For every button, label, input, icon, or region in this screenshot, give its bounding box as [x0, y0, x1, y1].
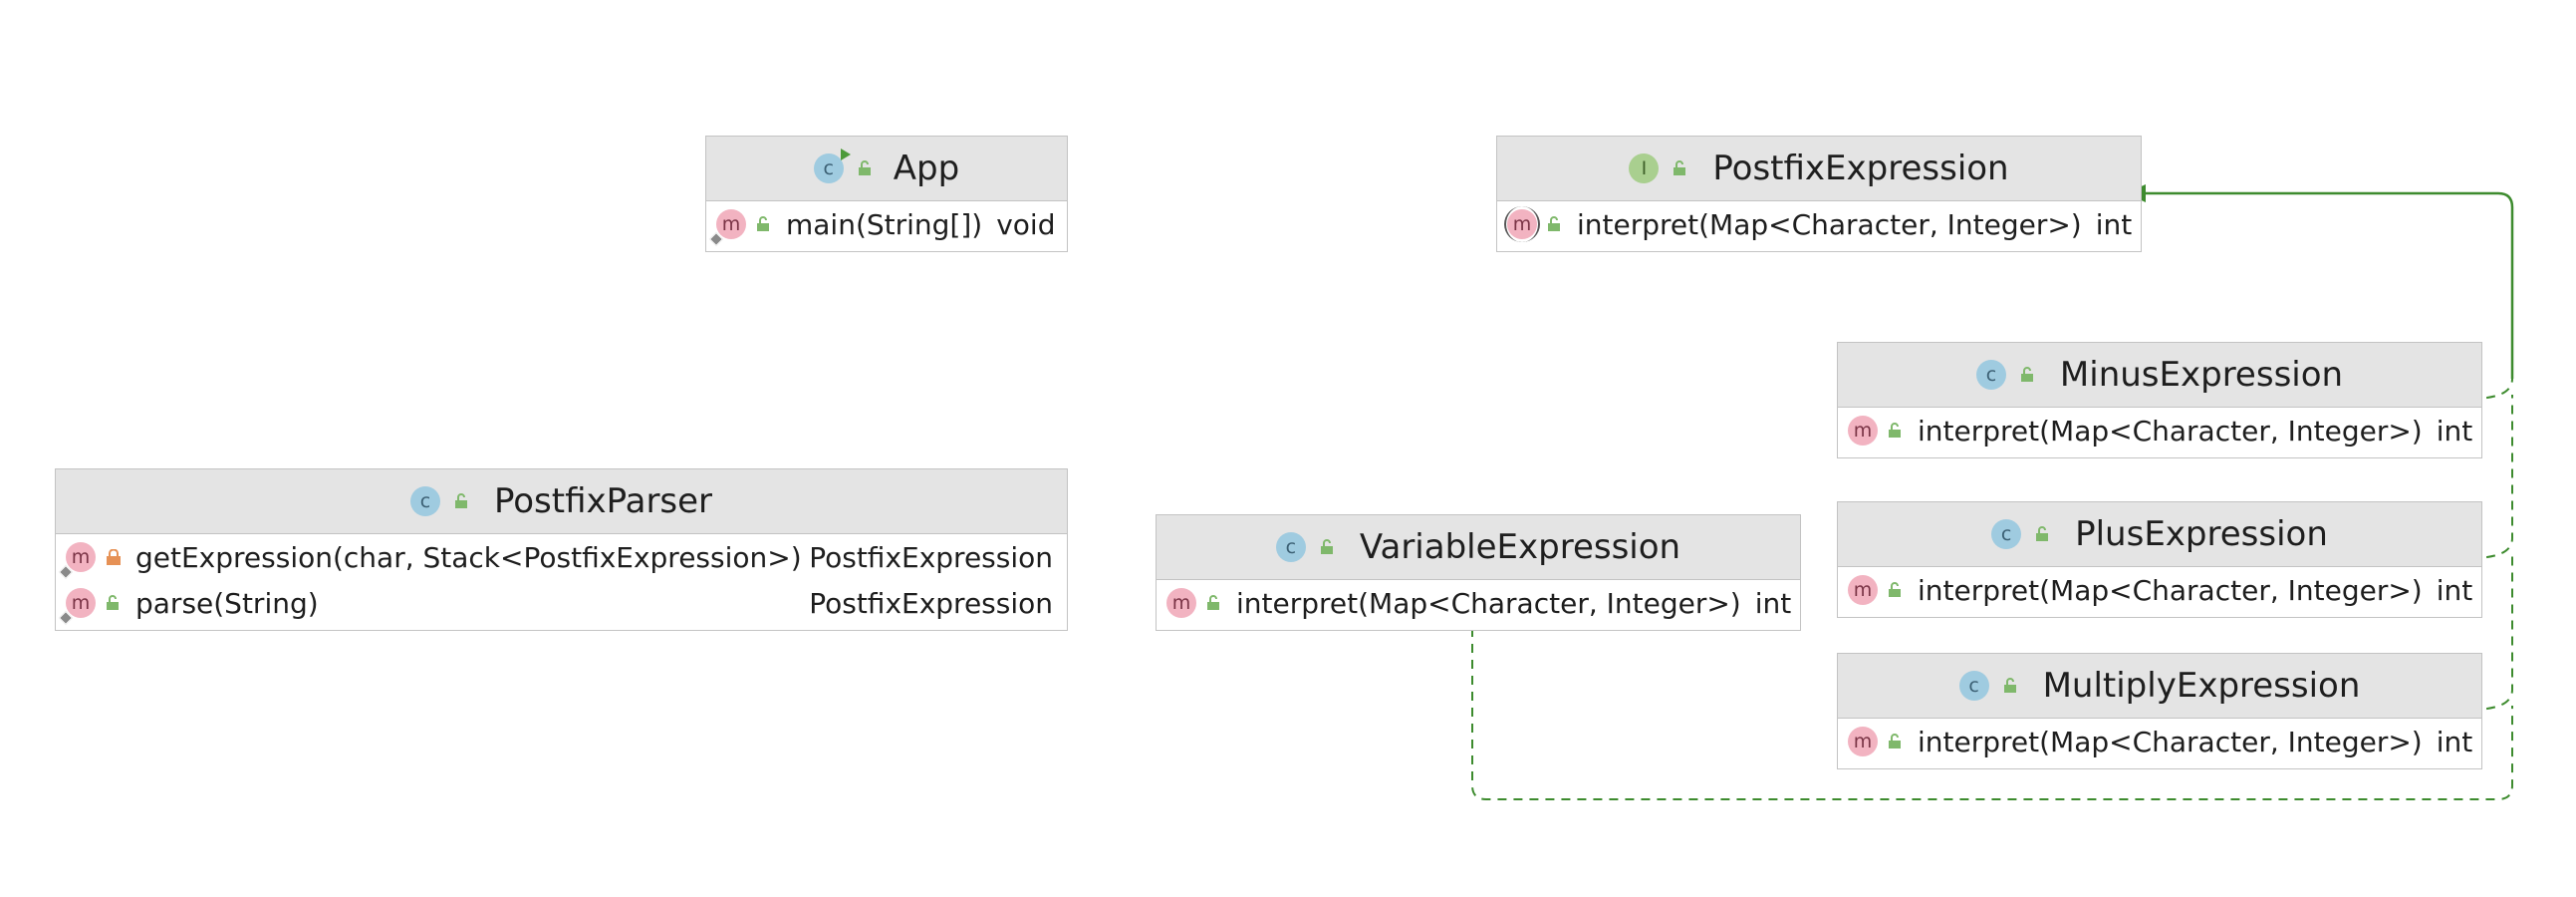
method-row[interactable]: m parse(String) PostfixExpression: [56, 580, 1067, 626]
method-signature: parse(String): [135, 586, 319, 620]
public-visibility-icon: [2035, 526, 2051, 542]
public-visibility-icon: [1206, 595, 1222, 611]
method-icon: m: [1848, 727, 1878, 756]
method-row[interactable]: m interpret(Map<Character, Integer>) int: [1838, 719, 2481, 764]
method-row[interactable]: m interpret(Map<Character, Integer>) int: [1157, 580, 1800, 626]
plus-expression-class-box[interactable]: c PlusExpression m interpret(Map<Charact…: [1837, 501, 2482, 618]
static-marker-icon: [708, 231, 724, 247]
class-header: I PostfixExpression: [1497, 137, 2141, 201]
method-return-type: int: [2436, 414, 2473, 448]
public-visibility-icon: [1888, 582, 1904, 598]
minus-expression-class-box[interactable]: c MinusExpression m interpret(Map<Charac…: [1837, 342, 2482, 458]
class-title: MultiplyExpression: [2042, 666, 2361, 706]
variable-realization-edge: [1471, 628, 2513, 800]
public-visibility-icon: [1320, 539, 1336, 555]
method-row[interactable]: m interpret(Map<Character, Integer>) int: [1838, 567, 2481, 613]
method-return-type: PostfixExpression: [809, 540, 1053, 574]
postfix-parser-class-box[interactable]: c PostfixParser m getExpression(char, St…: [55, 468, 1068, 631]
method-return-type: int: [1754, 586, 1792, 620]
public-visibility-icon: [2003, 678, 2019, 694]
class-title: MinusExpression: [2059, 355, 2344, 395]
method-icon: m: [1166, 588, 1196, 618]
run-marker-icon: [840, 149, 851, 160]
public-visibility-icon: [1888, 423, 1904, 439]
class-header: c VariableExpression: [1157, 515, 1800, 580]
variable-expression-class-box[interactable]: c VariableExpression m interpret(Map<Cha…: [1156, 514, 1801, 631]
app-class-box[interactable]: c App m main(String[]) void: [705, 136, 1068, 252]
class-icon: c: [1958, 671, 1989, 701]
interface-icon: I: [1629, 153, 1660, 183]
class-icon: c: [1275, 532, 1306, 562]
class-title: PostfixParser: [493, 481, 713, 521]
public-visibility-icon: [1547, 216, 1563, 232]
method-return-type: PostfixExpression: [809, 586, 1053, 620]
private-visibility-icon: [106, 549, 122, 565]
class-icon: c: [409, 486, 440, 516]
class-title: PostfixExpression: [1712, 149, 2009, 188]
method-signature: interpret(Map<Character, Integer>): [1918, 573, 2423, 607]
method-icon: m: [1848, 416, 1878, 446]
public-visibility-icon: [106, 595, 122, 611]
method-icon: m: [708, 209, 746, 247]
method-signature: getExpression(char, Stack<PostfixExpress…: [135, 540, 802, 574]
abstract-method-icon: m: [1504, 206, 1540, 242]
public-visibility-icon: [2020, 367, 2036, 383]
public-visibility-icon: [1888, 734, 1904, 749]
method-row[interactable]: m interpret(Map<Character, Integer>) int: [1497, 201, 2141, 247]
static-marker-icon: [58, 564, 74, 580]
public-visibility-icon: [858, 160, 874, 176]
method-signature: interpret(Map<Character, Integer>): [1918, 414, 2423, 448]
method-row[interactable]: m main(String[]) void: [706, 201, 1067, 247]
method-signature: interpret(Map<Character, Integer>): [1918, 725, 2423, 758]
public-visibility-icon: [454, 493, 470, 509]
method-signature: interpret(Map<Character, Integer>): [1577, 207, 2082, 241]
method-return-type: void: [996, 207, 1056, 241]
static-marker-icon: [58, 610, 74, 626]
class-title: App: [893, 149, 960, 188]
postfix-expression-interface-box[interactable]: I PostfixExpression m interpret(Map<Char…: [1496, 136, 2142, 252]
class-header: c PlusExpression: [1838, 502, 2481, 567]
class-icon: c: [813, 149, 851, 183]
class-header: c App: [706, 137, 1067, 201]
class-title: VariableExpression: [1359, 527, 1681, 567]
method-signature: main(String[]): [786, 207, 983, 241]
method-return-type: int: [2436, 725, 2473, 758]
multiply-expression-class-box[interactable]: c MultiplyExpression m interpret(Map<Cha…: [1837, 653, 2482, 769]
class-icon: c: [1991, 519, 2022, 549]
class-header: c MultiplyExpression: [1838, 654, 2481, 719]
method-icon: m: [58, 542, 96, 580]
method-row[interactable]: m getExpression(char, Stack<PostfixExpre…: [56, 534, 1067, 580]
class-icon: c: [1975, 360, 2006, 390]
method-signature: interpret(Map<Character, Integer>): [1236, 586, 1741, 620]
method-return-type: int: [2436, 573, 2473, 607]
public-visibility-icon: [1673, 160, 1688, 176]
class-title: PlusExpression: [2075, 514, 2328, 554]
realization-arrow: [2126, 184, 2514, 379]
method-icon: m: [1848, 575, 1878, 605]
method-return-type: int: [2095, 207, 2133, 241]
method-row[interactable]: m interpret(Map<Character, Integer>) int: [1838, 408, 2481, 453]
public-visibility-icon: [756, 216, 772, 232]
class-header: c PostfixParser: [56, 469, 1067, 534]
class-header: c MinusExpression: [1838, 343, 2481, 408]
method-icon: m: [58, 588, 96, 626]
